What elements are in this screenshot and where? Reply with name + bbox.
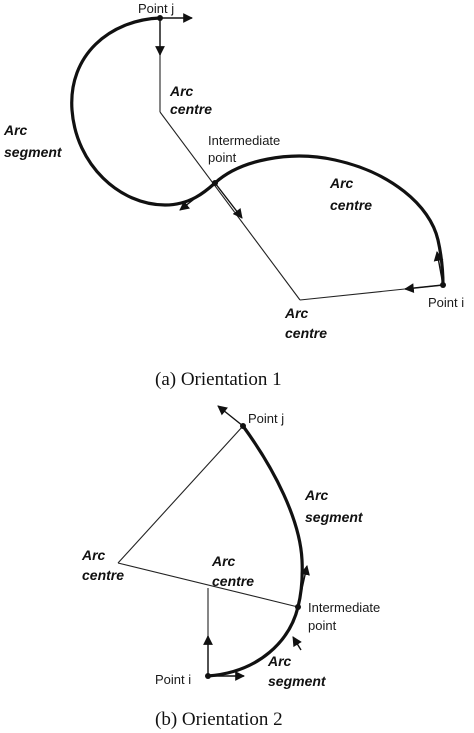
radius-j-b — [117, 425, 244, 564]
intermediate-point-label-b: Intermediate — [308, 600, 380, 615]
arc-centre-label-2b-a: centre — [330, 197, 372, 213]
arc-centre-label-2-b: Arc — [211, 553, 236, 569]
arc-centre-label-1b-a: centre — [170, 101, 212, 117]
arc-segment-lower-a — [213, 154, 445, 287]
arc-centre-label-2-a: Arc — [329, 175, 354, 191]
arc-segment-label-2-b: Arc — [267, 653, 292, 669]
arc-segment-label-1-b: Arc — [304, 487, 329, 503]
point-i-label-a: Point i — [428, 295, 464, 310]
caption-b: (b) Orientation 2 — [155, 709, 283, 730]
caption-a: (a) Orientation 1 — [155, 369, 282, 390]
tangent-arrow-j-b — [217, 405, 244, 427]
point-j-label-a: Point j — [138, 1, 174, 16]
point-j-dot-a — [157, 15, 163, 21]
panel-a: Point j Arc centre Arc segment Intermedi… — [3, 1, 464, 390]
arc-segment-label-1b-b: segment — [305, 509, 364, 525]
intermediate-point-label-b2: point — [308, 618, 337, 633]
radius-intermediate-b — [117, 562, 299, 608]
tangent-arrow-intermediate-right-a — [214, 182, 243, 219]
tangent-arrow-intermediate-left-a — [179, 182, 216, 211]
arc-centre-label-1b-b: centre — [82, 567, 124, 583]
panel-b: Point j Arc segment Arc centre Arc centr… — [81, 405, 380, 730]
tangent-arrow-intermediate-b — [297, 565, 310, 608]
intermediate-point-label-a: Intermediate — [208, 133, 280, 148]
point-j-dot-b — [240, 423, 246, 429]
arc-centre-label-2b-b: centre — [212, 573, 254, 589]
point-i-dot-a — [440, 282, 446, 288]
tangent-arrow-i-up-a — [433, 251, 444, 286]
arc-segment-label-2b-b: segment — [268, 673, 327, 689]
arc-segment-lower-b — [206, 605, 300, 678]
tangent-arrow-lower-b — [292, 636, 302, 651]
arc-segment-label-b-a: segment — [4, 144, 63, 160]
radius-centre-a — [159, 111, 301, 301]
point-j-label-b: Point j — [248, 411, 284, 426]
point-i-dot-b — [205, 673, 211, 679]
point-i-label-b: Point i — [155, 672, 191, 687]
arc-centre-label-3-a: Arc — [284, 305, 309, 321]
intermediate-point-dot-a — [212, 180, 218, 186]
arc-segment-label-a: Arc — [3, 122, 28, 138]
arc-centre-label-1-a: Arc — [169, 83, 194, 99]
arc-centre-label-1-b: Arc — [81, 547, 106, 563]
intermediate-point-dot-b — [295, 604, 301, 610]
intermediate-point-label-b-a: point — [208, 150, 237, 165]
arc-centre-label-3b-a: centre — [285, 325, 327, 341]
tangent-arrow-i-left-a — [404, 283, 444, 293]
